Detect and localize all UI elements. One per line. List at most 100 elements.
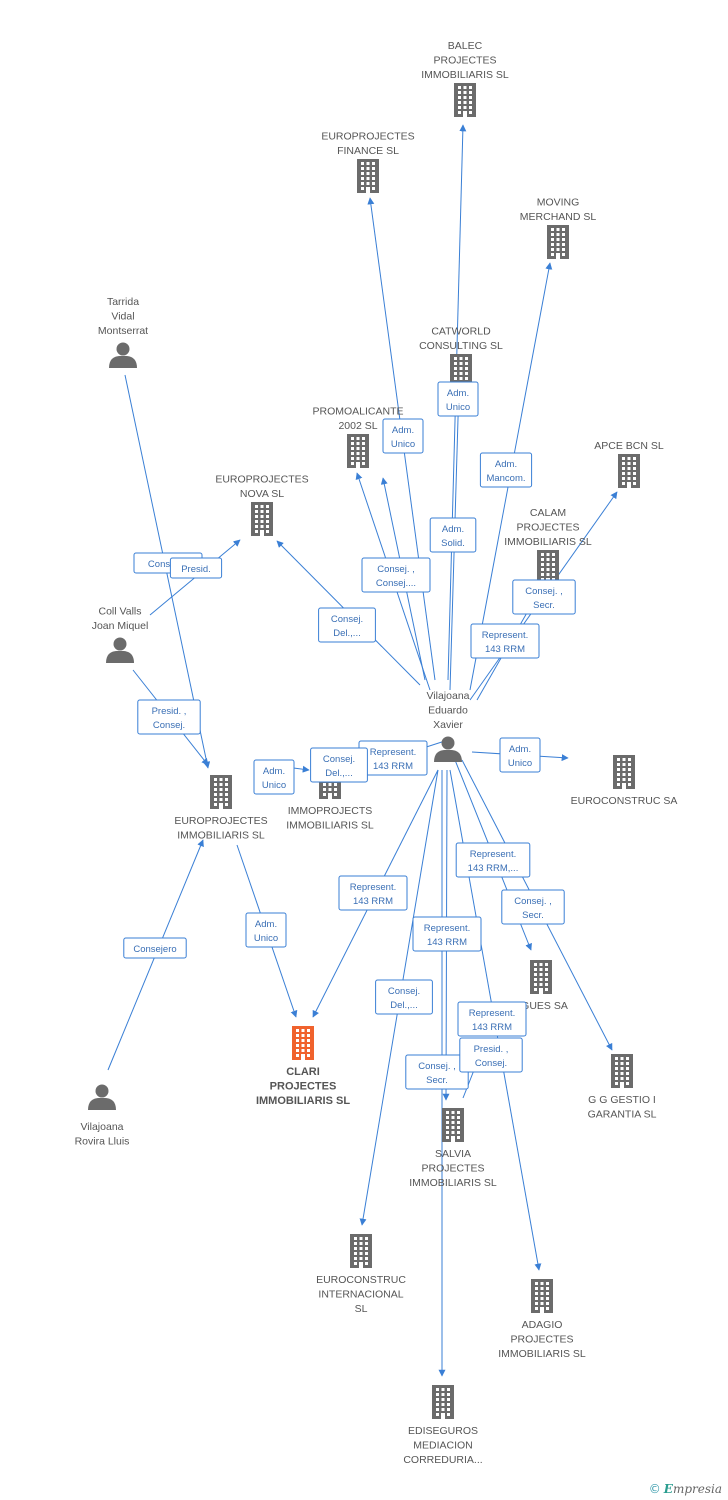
- edge-label-box: [437, 381, 479, 417]
- edge-label: Consejero: [123, 937, 187, 959]
- edge-label: Consej.Del.,...: [310, 747, 368, 783]
- building-door: [622, 783, 626, 789]
- building-door: [441, 1413, 445, 1419]
- edge-label-text: Adm.: [447, 388, 469, 399]
- node-label: NOVA SL: [240, 488, 284, 500]
- node-label: FINANCE SL: [337, 145, 399, 157]
- edge-label-text: Secr.: [522, 910, 544, 921]
- node-label: Joan Miquel: [92, 620, 149, 632]
- edge-label-text: Consej....: [148, 559, 188, 570]
- company-node-eurocons[interactable]: EUROCONSTRUC SA: [571, 755, 678, 807]
- node-label: PROMOALICANTE: [312, 406, 403, 418]
- node-label: MEDIACION: [413, 1440, 473, 1452]
- node-label: Vidal: [111, 311, 134, 323]
- node-label: EUROPROJECTES: [215, 474, 308, 486]
- company-node-euroinm[interactable]: EUROPROJECTES IMMOBILIARIS SL: [174, 775, 268, 842]
- building-icon: [618, 454, 640, 488]
- edge-label-box: [123, 937, 187, 959]
- node-label: IMMOBILIARIS SL: [177, 830, 265, 842]
- building-icon: [611, 1054, 633, 1088]
- building-door: [627, 482, 631, 488]
- edge-label-text: Consej. ,: [418, 1061, 456, 1072]
- building-door: [540, 1307, 544, 1313]
- edge-label-text: Consej.: [331, 614, 363, 625]
- edge-label-text: Solid.: [441, 538, 465, 549]
- edge-label-text: Consej.: [153, 720, 185, 731]
- company-node-egues[interactable]: EGUES SA: [514, 960, 568, 1012]
- node-label: EUROPROJECTES: [174, 815, 267, 827]
- node-label: PROJECTES: [421, 1163, 484, 1175]
- company-node-apce[interactable]: APCE BCN SL: [594, 440, 664, 488]
- edge-label-text: Consej. ,: [514, 896, 552, 907]
- brand-initial: E: [663, 1482, 673, 1496]
- edge-label: Adm. Solid.: [429, 517, 477, 553]
- node-label: CONSULTING SL: [419, 340, 503, 352]
- edge-label-text: Secr.: [426, 1075, 448, 1086]
- node-label: EDISEGUROS: [408, 1425, 478, 1437]
- node-label: SALVIA: [435, 1148, 471, 1160]
- building-icon: [350, 1234, 372, 1268]
- node-label: APCE BCN SL: [594, 440, 664, 452]
- building-icon: [210, 775, 232, 809]
- edge-label-box: [318, 607, 376, 643]
- edge-label-text: Consej. ,: [525, 586, 563, 597]
- edge-label: Represent.143 RRM: [358, 740, 428, 776]
- node-label: CALAM: [530, 507, 566, 519]
- node-label: Tarrida: [107, 296, 139, 308]
- building-door: [451, 1136, 455, 1142]
- edge-label-box: [459, 1037, 523, 1073]
- building-icon: [432, 1385, 454, 1419]
- edge-label-box: [412, 916, 482, 952]
- company-node-euronova[interactable]: EUROPROJECTES NOVA SL: [215, 474, 309, 537]
- person-body: [434, 749, 462, 762]
- edge-label-text: Secr.: [533, 600, 555, 611]
- edge-label-text: Mancom.: [486, 473, 525, 484]
- building-icon: [251, 502, 273, 536]
- node-label: PROJECTES: [433, 55, 496, 67]
- edge-label-box: [310, 747, 368, 783]
- edge-label-box: [512, 579, 576, 615]
- building-door: [366, 187, 370, 193]
- edge-label-box: [137, 699, 201, 735]
- edge-label-text: Unico: [446, 402, 470, 413]
- person-head: [95, 1084, 109, 1098]
- edge-label-text: Consej. ,: [377, 564, 415, 575]
- building-door: [556, 253, 560, 259]
- company-node-edis[interactable]: EDISEGUROSMEDIACIONCORREDURIA...: [403, 1385, 483, 1466]
- edge-label-text: Represent.: [350, 882, 396, 893]
- edge-label-text: Represent.: [470, 849, 516, 860]
- person-body: [109, 355, 137, 368]
- edge-label-box: [457, 1001, 527, 1037]
- empresia-watermark[interactable]: ©Empresia: [649, 1482, 722, 1496]
- node-label: Vilajoana: [80, 1121, 123, 1133]
- building-door: [260, 530, 264, 536]
- person-icon: [434, 736, 462, 762]
- building-icon: [613, 755, 635, 789]
- edge-label-text: Adm.: [442, 524, 464, 535]
- edge-label-text: 143 RRM,...: [468, 863, 519, 874]
- node-label: Coll Valls: [99, 606, 142, 618]
- edge-label-box: [338, 875, 408, 911]
- person-head: [113, 637, 127, 651]
- building-door: [463, 111, 467, 117]
- edge-label-text: Consej....: [376, 578, 416, 589]
- edge-label-text: 143 RRM: [427, 937, 467, 948]
- edge-label: Consej. , Secr.: [512, 579, 576, 615]
